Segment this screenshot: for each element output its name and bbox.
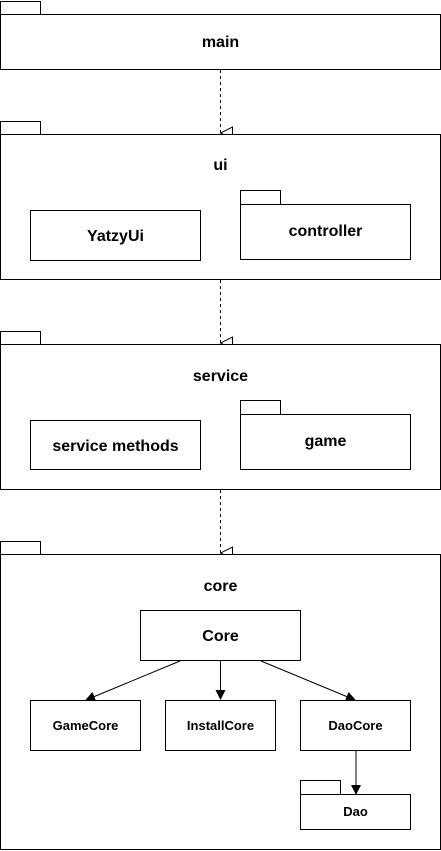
association-core-daocore — [260, 660, 356, 702]
class-install-core: InstallCore — [165, 700, 276, 751]
package-service: service service methods game — [0, 331, 441, 490]
class-dao-core: DaoCore — [300, 700, 411, 751]
package-service-label: service — [193, 368, 248, 385]
package-dao: Dao — [300, 780, 411, 830]
class-game-core: GameCore — [30, 700, 141, 751]
class-core: Core — [140, 610, 301, 661]
package-ui-label: ui — [213, 157, 227, 174]
class-install-core-label: InstallCore — [187, 718, 254, 733]
class-yatzy-ui: YatzyUi — [30, 210, 201, 261]
package-game: game — [240, 400, 411, 470]
package-main: main — [0, 1, 441, 70]
class-service-methods: service methods — [30, 420, 201, 470]
package-game-label: game — [305, 433, 347, 450]
class-core-label: Core — [202, 628, 239, 645]
package-controller-label: controller — [289, 223, 363, 240]
package-controller: controller — [240, 190, 411, 260]
class-dao-core-label: DaoCore — [328, 718, 382, 733]
package-main-label: main — [202, 34, 239, 51]
association-core-gamecore — [85, 660, 181, 702]
package-dao-label: Dao — [343, 804, 368, 819]
package-core-label: core — [204, 578, 238, 595]
package-ui: ui YatzyUi controller — [0, 121, 441, 280]
package-core: core Core GameCore InstallCore DaoCore D… — [0, 541, 441, 850]
class-yatzy-ui-label: YatzyUi — [87, 228, 144, 245]
class-game-core-label: GameCore — [53, 718, 119, 733]
class-service-methods-label: service methods — [52, 438, 178, 455]
